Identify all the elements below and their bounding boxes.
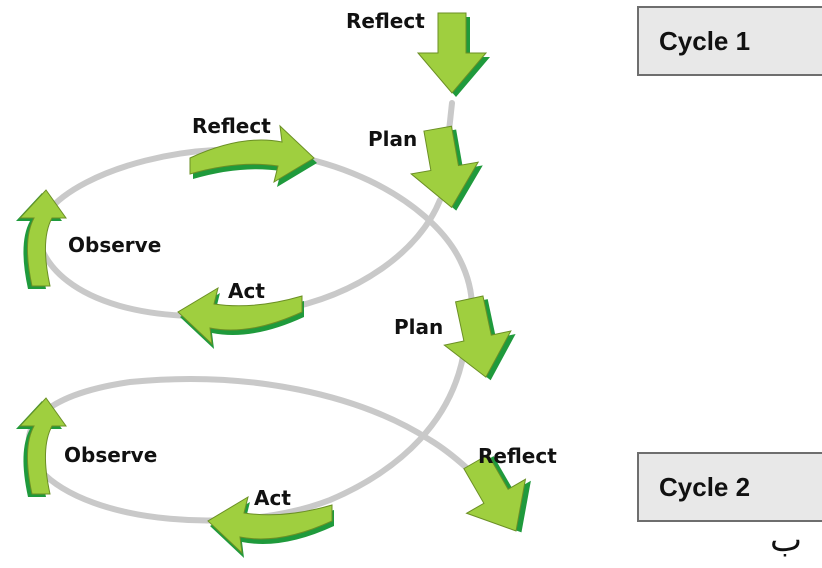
stage-label-top-reflect: Reflect	[346, 9, 425, 33]
stage-label-cycle-1-reflect: Reflect	[192, 114, 271, 138]
cycle-2-plan-arrow	[435, 291, 524, 388]
stage-label-cycle-1-act: Act	[228, 279, 265, 303]
stage-labels: Reflect Plan Reflect Observe Act Plan Ob…	[64, 9, 557, 510]
stage-label-cycle-2-act: Act	[254, 486, 291, 510]
cycle-1-label: Cycle 1	[659, 25, 751, 56]
stage-label-cycle-2-observe: Observe	[64, 443, 157, 467]
stage-label-cycle-1-observe: Observe	[68, 233, 161, 257]
top-reflect-arrow	[417, 12, 490, 97]
cycle-1-box: Cycle 1	[637, 6, 822, 76]
stage-label-cycle-2-plan: Plan	[394, 315, 443, 339]
cycle-2-box: Cycle 2	[637, 452, 822, 522]
footer-character: ب	[770, 520, 803, 560]
stage-label-cycle-2-reflect: Reflect	[478, 444, 557, 468]
stage-label-cycle-1-plan: Plan	[368, 127, 417, 151]
cycle-2-label: Cycle 2	[659, 471, 751, 502]
